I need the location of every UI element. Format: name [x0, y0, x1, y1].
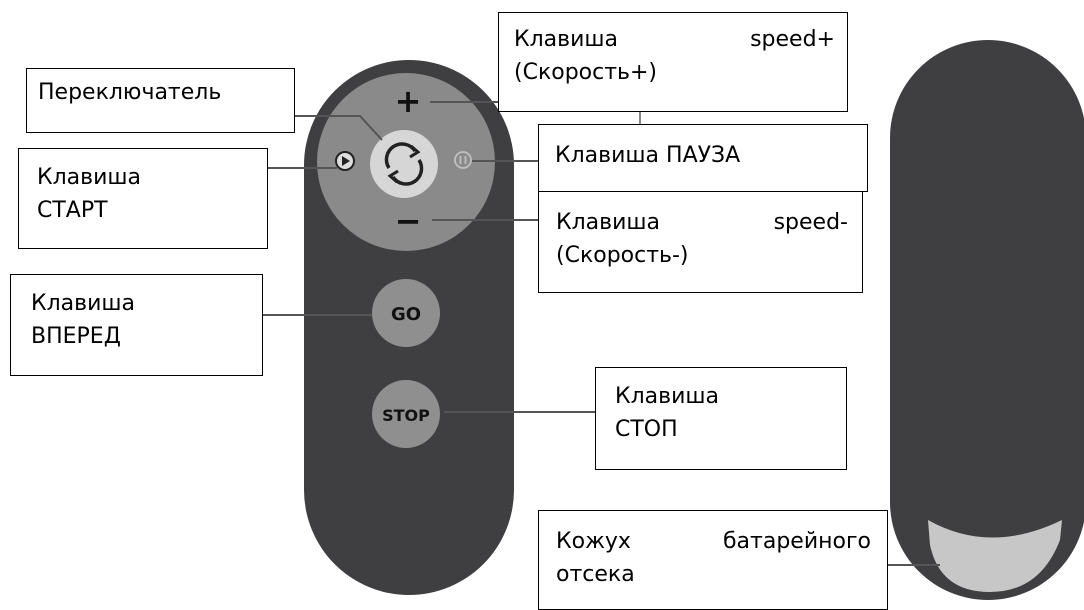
speed-plus-button[interactable]: + — [395, 82, 422, 120]
cycle-icon — [384, 142, 424, 186]
label-speed-plus: Клавиша speed+ (Скорость+) — [498, 12, 848, 112]
label-battery-word1: Кожух — [556, 529, 631, 554]
go-button[interactable] — [372, 279, 440, 347]
label-pause: Клавиша ПАУЗА — [538, 124, 868, 192]
start-button[interactable] — [335, 151, 355, 171]
label-switch-text: Переключатель — [38, 80, 222, 105]
play-icon — [342, 156, 350, 166]
remote-body-back — [890, 40, 1084, 600]
label-forward: Клавиша ВПЕРЕД — [10, 274, 263, 376]
stop-button-label: STOP — [382, 406, 430, 425]
label-stop: Клавиша СТОП — [595, 367, 847, 470]
label-speed-minus-word2: speed- — [773, 210, 848, 235]
speed-minus-button[interactable]: − — [395, 202, 422, 240]
label-start: Клавиша СТАРТ — [18, 148, 268, 249]
leader-switch — [295, 115, 383, 141]
label-speed-minus-line2: (Скорость-) — [556, 243, 689, 268]
label-speed-minus-word1: Клавиша — [556, 210, 661, 235]
battery-cover — [928, 520, 1062, 592]
pause-icon — [459, 156, 467, 164]
label-forward-line2: ВПЕРЕД — [31, 324, 121, 349]
label-speed-plus-word2: speed+ — [750, 27, 835, 52]
pause-button[interactable] — [454, 151, 472, 169]
label-forward-line1: Клавиша — [31, 291, 136, 316]
label-battery-line1: Кожух батарейного — [556, 525, 871, 558]
label-speed-plus-word1: Клавиша — [514, 27, 619, 52]
label-battery-cover: Кожух батарейного отсека — [538, 510, 888, 610]
label-battery-line2: отсека — [556, 562, 635, 587]
switch-button[interactable] — [370, 130, 438, 198]
label-switch: Переключатель — [26, 68, 295, 133]
label-speed-minus: Клавиша speed- (Скорость-) — [538, 191, 863, 293]
label-battery-word2: батарейного — [722, 529, 871, 554]
label-stop-line1: Клавиша — [615, 384, 720, 409]
label-pause-text: Клавиша ПАУЗА — [555, 143, 741, 168]
label-start-line2: СТАРТ — [37, 198, 108, 223]
label-speed-minus-line1: Клавиша speed- — [556, 206, 848, 239]
label-speed-plus-line2: (Скорость+) — [514, 60, 658, 85]
leader-lines — [262, 101, 940, 566]
label-start-line1: Клавиша — [37, 165, 142, 190]
label-speed-plus-line1: Клавиша speed+ — [514, 23, 835, 56]
go-button-label: GO — [391, 304, 421, 325]
stop-button[interactable] — [372, 380, 440, 448]
label-stop-line2: СТОП — [615, 417, 678, 442]
